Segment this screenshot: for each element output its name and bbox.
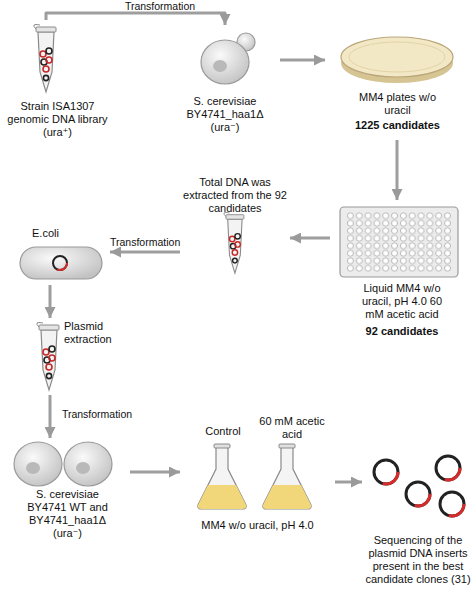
flow-arrow [335,481,362,484]
step-text: 1225 candidates [325,119,470,132]
edge-label: Transformation [110,0,210,13]
edge-label: Transformation [57,408,137,421]
process-step: S. cerevisiae BY4741_haa1Δ (ura⁻) [170,25,280,140]
plasmid [374,460,398,484]
step-text: E.coli [32,227,92,240]
dna-tube [224,212,244,273]
edge-label: Transformation [110,236,180,249]
process-step: S. cerevisiae BY4741 WT and BY4741_haa1Δ… [5,438,130,550]
well-plate [340,207,458,277]
step-text: Liquid MM4 w/o uracil, pH 4.0 60 mM acet… [352,282,452,321]
step-text: Plasmid extraction [64,320,120,346]
step-text: MM4 plates w/o uracil [350,91,445,117]
flow-arrow [49,285,52,318]
plasmid-tube [37,323,59,391]
ecoli-cell [20,247,102,279]
step-text: Sequencing of the plasmid DNA inserts pr… [362,534,474,586]
process-step: Control60 mM acetic acidMM4 w/o uracil, … [180,415,335,540]
step-text: Control [190,425,256,438]
petri-dish-rim [349,42,445,72]
process-step: Strain ISA1307 genomic DNA library (ura⁺… [0,20,115,145]
yeast-cell [14,442,62,486]
plate-wells [346,212,452,272]
process-step: E.coli [10,225,110,285]
flask [263,444,311,509]
plasmid-ring [53,256,67,270]
yeast-cell [201,40,249,84]
plasmid [436,456,460,480]
flow-arrow [110,251,180,254]
flow-arrow [46,13,225,25]
flow-arrow [49,395,52,438]
step-text: MM4 w/o uracil, pH 4.0 [180,519,335,532]
process-step: MM4 plates w/o uracil 1225 candidates [325,25,470,140]
flow-arrow [290,237,330,240]
step-text: Total DNA was extracted from the 92 cand… [180,176,290,215]
flow-arrow [130,471,180,474]
step-text: S. cerevisiae BY4741_haa1Δ (ura⁻) [185,95,265,134]
step-text: 92 candidates [330,325,474,338]
flask [198,444,246,509]
process-step: Plasmid extraction [30,318,120,395]
plasmid [406,482,430,506]
plasmid [440,492,464,516]
step-text: S. cerevisiae BY4741 WT and BY4741_haa1Δ… [15,488,120,540]
yeast-cell [64,442,112,486]
step-text: 60 mM acetic acid [255,415,329,441]
dna-tube [34,25,56,93]
process-step: Liquid MM4 w/o uracil, pH 4.0 60 mM acet… [330,200,474,350]
step-text: Strain ISA1307 genomic DNA library (ura⁺… [0,100,115,139]
flow-arrow [280,59,325,62]
plasmid-insert [53,256,67,270]
process-step: Total DNA was extracted from the 92 cand… [180,176,290,275]
process-step: Sequencing of the plasmid DNA inserts pr… [362,450,474,600]
flow-arrow [396,140,399,200]
petri-dish [341,37,453,77]
